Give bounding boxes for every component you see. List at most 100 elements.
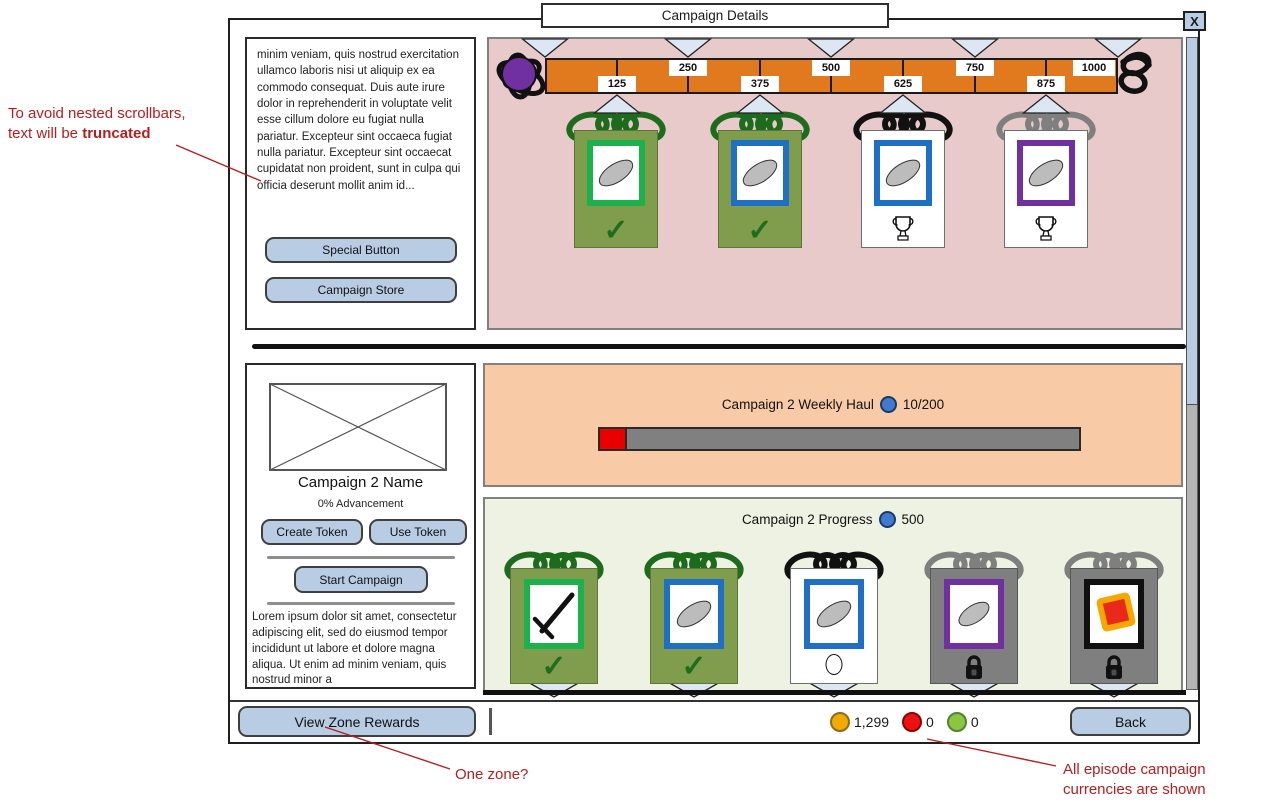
- track-label-375: 375: [741, 76, 779, 92]
- weekly-haul-value: 10/200: [902, 397, 945, 412]
- track-end-scribble-icon: [1118, 51, 1152, 94]
- green-currency-icon: [946, 712, 967, 732]
- track-label-1000: 1000: [1073, 60, 1115, 76]
- divider: [267, 556, 455, 559]
- track-pointer-down-icon: [951, 38, 999, 58]
- milestone-reward-625[interactable]: [853, 111, 953, 248]
- close-button[interactable]: X: [1183, 11, 1206, 31]
- track-label-500: 500: [812, 60, 850, 76]
- progress-reward-1[interactable]: ✓: [504, 551, 604, 684]
- progress-reward-3[interactable]: [784, 551, 884, 684]
- reward-image-frame: [524, 579, 584, 649]
- weekly-haul-title: Campaign 2 Weekly Haul: [721, 397, 874, 412]
- close-icon: X: [1190, 13, 1199, 29]
- progress-reward-5[interactable]: [1064, 551, 1164, 684]
- annotation-currencies-note: All episode campaign currencies are show…: [1063, 761, 1206, 798]
- unclaimed-circle-icon: [825, 654, 843, 675]
- red-currency-icon: [902, 712, 923, 732]
- dialog-title: Campaign Details: [541, 3, 889, 28]
- track-pointer-up-icon: [879, 94, 927, 114]
- reward-image-frame: [664, 579, 724, 649]
- truncated-description-text: minim veniam, quis nostrud exercitation …: [257, 49, 461, 192]
- section-divider: [252, 344, 1186, 349]
- milestone-reward-125[interactable]: ✓: [566, 111, 666, 248]
- campaign-image-placeholder: [269, 383, 447, 471]
- placeholder-ellipse-icon: [598, 159, 634, 187]
- track-label-250: 250: [669, 60, 707, 76]
- campaign-progress-header: Campaign 2 Progress 500: [483, 511, 1183, 528]
- gold-currency-icon: [830, 712, 850, 732]
- placeholder-ellipse-icon: [816, 600, 852, 628]
- track-label-750: 750: [956, 60, 994, 76]
- track-tick: [974, 58, 976, 94]
- track-pointer-down-icon: [664, 38, 712, 58]
- annotation-truncation-note: To avoid nested scrollbars, text will be…: [8, 105, 186, 142]
- track-pointer-down-icon: [521, 38, 569, 58]
- track-label-125: 125: [598, 76, 636, 92]
- weekly-haul-panel: [483, 363, 1183, 487]
- view-zone-rewards-button[interactable]: View Zone Rewards: [238, 706, 476, 737]
- claimed-check-icon: ✓: [603, 214, 629, 247]
- track-tick: [830, 58, 832, 94]
- placeholder-ellipse-icon: [676, 600, 712, 628]
- weekly-haul-header: Campaign 2 Weekly Haul 10/200: [483, 396, 1183, 413]
- placeholder-ellipse-icon: [885, 159, 921, 187]
- placeholder-ellipse-icon: [742, 159, 778, 187]
- progress-reward-4[interactable]: [924, 551, 1024, 684]
- scrollbar-thumb[interactable]: [1186, 37, 1198, 405]
- campaign-advancement: 0% Advancement: [317, 498, 404, 510]
- reward-image-frame: [804, 579, 864, 649]
- placeholder-ellipse-icon: [958, 601, 990, 627]
- track-pointer-down-icon: [807, 38, 855, 58]
- progress-panel-bottom-edge: [483, 690, 1186, 695]
- player-position-marker-icon: [496, 52, 546, 100]
- reward-image-frame: [1017, 140, 1075, 206]
- divider: [267, 602, 455, 605]
- track-label-625: 625: [884, 76, 922, 92]
- currency-blue-icon: [878, 511, 896, 528]
- currency-green: 0: [946, 712, 979, 732]
- reward-image-frame: [1084, 579, 1144, 649]
- currency-red: 0: [902, 712, 934, 732]
- lock-icon: [1106, 655, 1122, 679]
- x-sketch-icon: [532, 592, 575, 640]
- start-campaign-button[interactable]: Start Campaign: [294, 566, 428, 593]
- annotation-one-zone: One zone?: [455, 766, 529, 783]
- special-button[interactable]: Special Button: [265, 237, 457, 263]
- milestone-reward-875[interactable]: [996, 111, 1096, 248]
- claimed-check-icon: ✓: [681, 650, 707, 683]
- milestone-reward-375[interactable]: ✓: [710, 111, 810, 248]
- create-token-button[interactable]: Create Token: [261, 519, 363, 545]
- placeholder-ellipse-icon: [1028, 159, 1064, 187]
- lock-icon: [966, 655, 982, 679]
- use-token-button[interactable]: Use Token: [369, 519, 467, 545]
- campaign-description: Lorem ipsum dolor sit amet, consectetur …: [252, 611, 457, 687]
- weekly-haul-progress-bar: [598, 427, 1081, 451]
- reward-image-frame: [874, 140, 932, 206]
- trophy-icon: [892, 216, 914, 241]
- track-pointer-up-icon: [1022, 94, 1070, 114]
- track-label-875: 875: [1027, 76, 1065, 92]
- currency-gold: 1,299: [830, 712, 889, 732]
- track-tick: [687, 58, 689, 94]
- back-button[interactable]: Back: [1070, 707, 1191, 736]
- currency-blue-icon: [879, 396, 897, 413]
- reward-image-frame: [587, 140, 645, 206]
- footer-divider: [230, 700, 1198, 702]
- footer-separator: [489, 708, 492, 735]
- red-card-icon: [1096, 592, 1136, 632]
- track-pointer-up-icon: [736, 94, 784, 114]
- track-pointer-down-icon: [1094, 38, 1142, 58]
- currency-row: 1,299 0 0: [830, 708, 979, 736]
- weekly-haul-progress-fill: [600, 429, 627, 449]
- trophy-icon: [1035, 216, 1057, 241]
- reward-image-frame: [731, 140, 789, 206]
- campaign-progress-value: 500: [901, 512, 925, 527]
- claimed-check-icon: ✓: [541, 650, 567, 683]
- campaign-progress-title: Campaign 2 Progress: [741, 512, 873, 527]
- campaign-name: Campaign 2 Name: [297, 474, 424, 491]
- progress-reward-2[interactable]: ✓: [644, 551, 744, 684]
- campaign-store-button[interactable]: Campaign Store: [265, 277, 457, 303]
- reward-image-frame: [944, 579, 1004, 649]
